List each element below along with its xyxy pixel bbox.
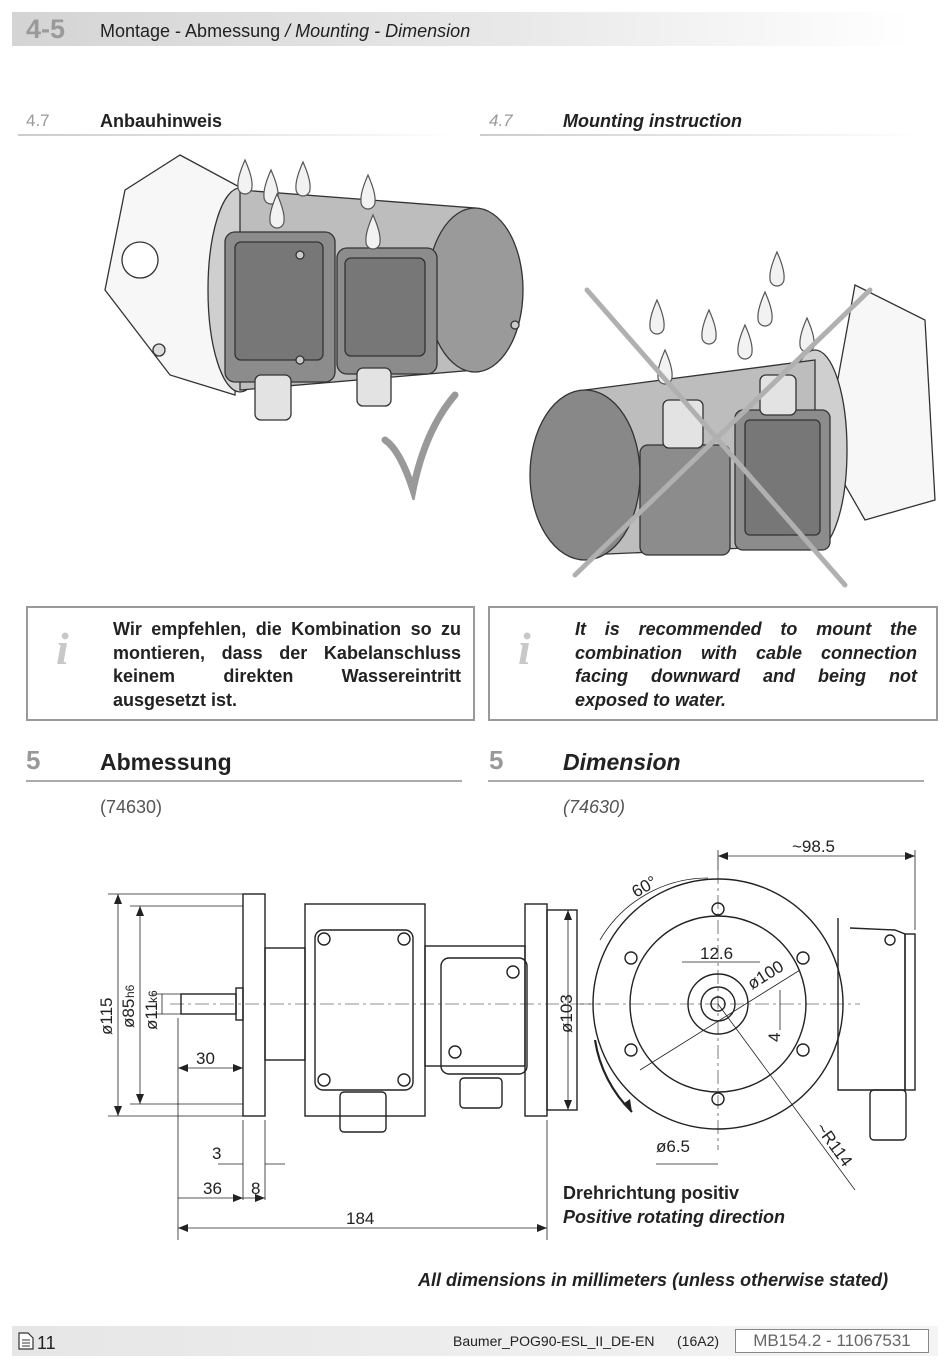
dim-d85: ø85 <box>119 999 138 1028</box>
document-icon <box>18 1332 34 1350</box>
title-de: Montage - Abmessung <box>100 21 281 41</box>
rotation-label-de: Drehrichtung positiv <box>563 1183 740 1203</box>
section-number: 4-5 <box>26 14 66 44</box>
cross-mark-icon <box>572 287 873 588</box>
dim-r114: ~R114 <box>812 1119 856 1170</box>
info-text-en: It is recommended to mount the combinati… <box>575 619 917 710</box>
incorrect-mounting-illustration <box>529 250 936 588</box>
subsection-title-right: Mounting instruction <box>563 111 742 131</box>
subsection-rule-left <box>18 134 458 136</box>
dim-98-5: ~98.5 <box>792 837 835 856</box>
info-box-de: i Wir empfehlen, die Kombination so zu m… <box>26 606 475 721</box>
footer-version: (16A2) <box>677 1333 720 1349</box>
dim-d103: ø103 <box>557 994 576 1033</box>
dim-12-6: 12.6 <box>700 944 733 963</box>
title-en: Mounting - Dimension <box>295 21 471 41</box>
section-5-title-right: Dimension <box>563 749 681 775</box>
rotation-label-en: Positive rotating direction <box>563 1207 786 1227</box>
dim-d11-tol: k6 <box>146 990 160 1003</box>
subsection-number-right: 4.7 <box>489 111 513 130</box>
check-mark-icon <box>381 391 459 500</box>
correct-mounting-illustration <box>104 154 524 500</box>
info-text-de: Wir empfehlen, die Kombination so zu mon… <box>113 619 461 710</box>
footer-doc-id: MB154.2 - 11067531 <box>735 1329 929 1353</box>
section-5-title-left: Abmessung <box>100 749 232 775</box>
section-5-number-right: 5 <box>489 745 504 775</box>
info-icon: i <box>56 623 69 674</box>
info-box-en: i It is recommended to mount the combina… <box>488 606 938 721</box>
model-code-right: (74630) <box>563 797 626 817</box>
subsection-rule-right <box>480 134 920 136</box>
subsection-title-left: Anbauhinweis <box>100 111 223 131</box>
dimension-drawing: ø115 ø85 h6 ø11 k6 ø103 30 3 36 8 184 ~9… <box>97 837 916 1240</box>
page-title: Montage - Abmessung / Mounting - Dimensi… <box>100 21 470 42</box>
section-rule-left <box>26 780 462 782</box>
dim-d6-5: ø6.5 <box>656 1137 690 1156</box>
dim-36: 36 <box>203 1179 222 1198</box>
info-icon: i <box>518 623 531 674</box>
page-number: 11 <box>37 1333 56 1353</box>
footer-doc-name: Baumer_POG90-ESL_II_DE-EN <box>453 1333 655 1349</box>
model-code-left: (74630) <box>100 797 163 817</box>
dim-3: 3 <box>212 1144 221 1163</box>
dim-184: 184 <box>346 1209 374 1228</box>
dim-d115: ø115 <box>97 998 116 1036</box>
dim-4: 4 <box>765 1033 784 1042</box>
subsection-number-left: 4.7 <box>26 111 50 130</box>
units-note: All dimensions in millimeters (unless ot… <box>418 1270 889 1290</box>
dim-30: 30 <box>196 1049 215 1068</box>
section-5-number-left: 5 <box>26 745 41 775</box>
dim-d85-tol: h6 <box>123 984 137 998</box>
dim-8: 8 <box>251 1179 260 1198</box>
dim-d11: ø11 <box>142 1002 161 1030</box>
header-band <box>12 12 912 46</box>
dim-60-deg: 60° <box>629 872 661 901</box>
section-rule-right <box>488 780 924 782</box>
title-sep: / <box>280 21 296 41</box>
